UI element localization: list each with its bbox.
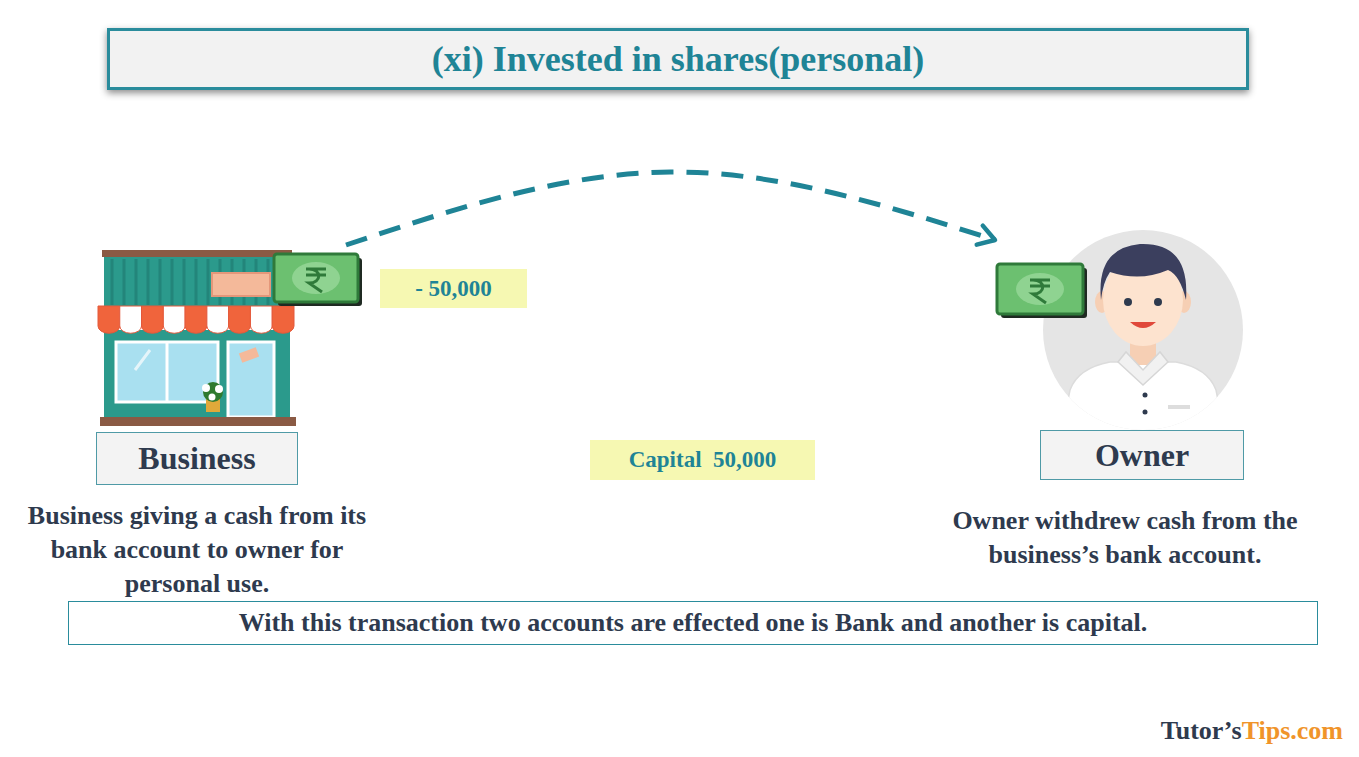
watermark: Tutor’sTips.com — [1161, 716, 1343, 746]
capital-tag: Capital 50,000 — [590, 440, 815, 480]
watermark-text: Tips.com — [1242, 716, 1343, 745]
business-description: Business giving a cash from its bank acc… — [10, 499, 384, 600]
owner-group: OwnerOwner withdrew cash from the busine… — [995, 232, 1245, 572]
node-text: - 50,000 — [415, 276, 492, 302]
node-text: (xi) Invested in shares(personal) — [432, 38, 924, 80]
shop-illustration — [98, 250, 296, 426]
owner-description: Owner withdrew cash from the business’s … — [910, 504, 1340, 572]
node-text: With this transaction two accounts are e… — [239, 608, 1148, 638]
title-box: (xi) Invested in shares(personal) — [107, 28, 1249, 90]
business-label: Business — [96, 432, 298, 485]
amount-tag: - 50,000 — [380, 269, 527, 308]
owner-label: Owner — [1040, 430, 1244, 480]
business-group: BusinessBusiness giving a cash from its … — [96, 245, 366, 600]
node-text: Capital 50,000 — [629, 447, 777, 473]
money-note — [997, 264, 1087, 318]
watermark-text: Tutor’s — [1161, 716, 1242, 745]
owner-illustration — [1043, 230, 1243, 440]
flow-arrow — [346, 172, 995, 245]
note-box: With this transaction two accounts are e… — [68, 601, 1318, 645]
money-note — [274, 254, 362, 306]
